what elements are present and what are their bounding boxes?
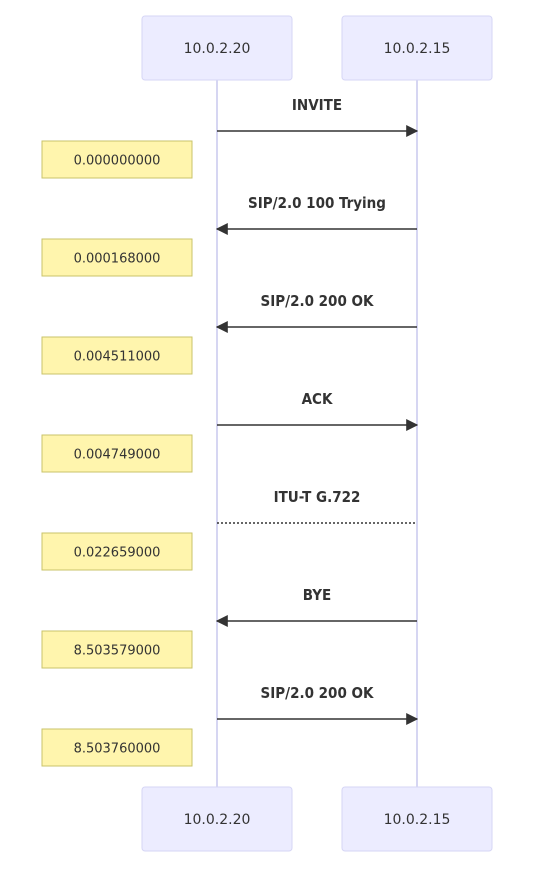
timestamp-note: 8.503760000 (41, 728, 193, 767)
note-box (41, 728, 193, 767)
timestamp-note: 0.022659000 (41, 532, 193, 571)
participant-box (341, 15, 493, 81)
message-label: ACK (302, 390, 333, 408)
timestamp-note: 8.503579000 (41, 630, 193, 669)
note-box (41, 238, 193, 277)
participant-label: 10.0.2.20 (184, 41, 251, 57)
message-label: SIP/2.0 100 Trying (248, 194, 386, 212)
message: ITU-T G.722 (217, 488, 417, 524)
timestamp-note: 0.000000000 (41, 140, 193, 179)
note-box (41, 630, 193, 669)
message-label: INVITE (292, 96, 342, 114)
participant-top: 10.0.2.15 (341, 15, 493, 81)
note-text: 0.004749000 (74, 448, 161, 463)
participant-box (141, 786, 293, 852)
message: ACK (217, 390, 419, 431)
message: SIP/2.0 200 OK (215, 292, 417, 333)
note-text: 0.000000000 (74, 154, 161, 169)
participant-top: 10.0.2.20 (141, 15, 293, 81)
message: SIP/2.0 200 OK (217, 684, 419, 725)
note-text: 0.000168000 (74, 252, 161, 267)
note-box (41, 140, 193, 179)
note-text: 0.004511000 (74, 350, 161, 365)
note-box (41, 434, 193, 473)
participant-label: 10.0.2.20 (184, 812, 251, 828)
note-box (41, 336, 193, 375)
note-text: 8.503760000 (74, 742, 161, 757)
note-box (41, 532, 193, 571)
message: INVITE (217, 96, 419, 137)
participant-label: 10.0.2.15 (384, 812, 451, 828)
message-label: BYE (303, 586, 331, 604)
message-label: ITU-T G.722 (274, 488, 361, 506)
note-text: 0.022659000 (74, 546, 161, 561)
timestamp-note: 0.004511000 (41, 336, 193, 375)
timestamp-note: 0.000168000 (41, 238, 193, 277)
participant-box (141, 15, 293, 81)
participant-label: 10.0.2.15 (384, 41, 451, 57)
message-label: SIP/2.0 200 OK (261, 292, 374, 310)
timestamp-note: 0.004749000 (41, 434, 193, 473)
participant-box (341, 786, 493, 852)
message: SIP/2.0 100 Trying (215, 194, 417, 235)
message-label: SIP/2.0 200 OK (261, 684, 374, 702)
participant-bottom: 10.0.2.20 (141, 786, 293, 852)
participant-bottom: 10.0.2.15 (341, 786, 493, 852)
message: BYE (215, 586, 417, 627)
note-text: 8.503579000 (74, 644, 161, 659)
